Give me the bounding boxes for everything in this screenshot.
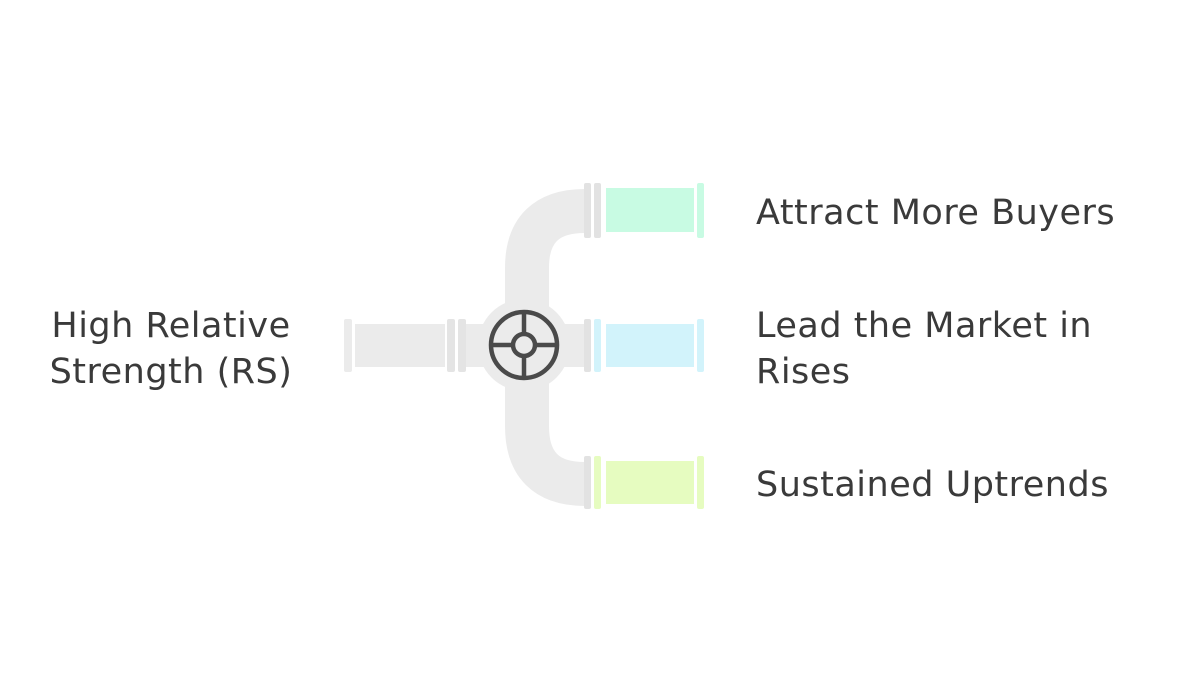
source-label-line-1: High Relative xyxy=(51,306,291,346)
outcome-label-3: Sustained Uptrends xyxy=(756,462,1109,508)
outcome-label-2-line-2: Rises xyxy=(756,352,851,392)
outcome-label-3-line-1: Sustained Uptrends xyxy=(756,465,1109,505)
outlet-pipe-3 xyxy=(584,456,704,509)
outlet-pipe-2 xyxy=(584,319,704,372)
source-label-line-2: Strength (RS) xyxy=(49,352,293,392)
outcome-label-2-line-1: Lead the Market in xyxy=(756,306,1093,346)
outcome-label-2: Lead the Market in Rises xyxy=(756,303,1092,395)
valve-wheel-icon xyxy=(478,299,570,391)
inlet-pipe xyxy=(344,319,490,372)
outcome-label-1-line-1: Attract More Buyers xyxy=(756,193,1116,233)
outcome-label-1: Attract More Buyers xyxy=(756,190,1115,236)
source-label: High Relative Strength (RS) xyxy=(44,303,298,395)
outlet-pipe-1 xyxy=(584,183,704,238)
